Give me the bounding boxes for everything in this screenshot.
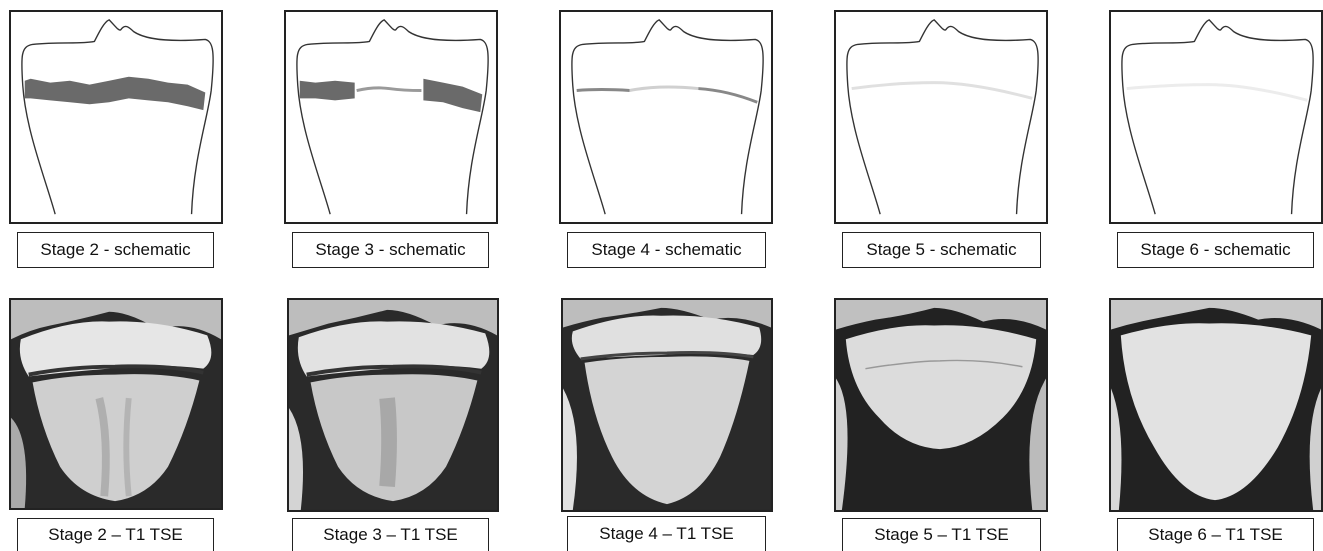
caption-stage-2-t1-tse: Stage 2 – T1 TSE: [17, 518, 214, 551]
caption-stage-4-schematic: Stage 4 - schematic: [567, 232, 766, 268]
schematic-panel-stage-2: [9, 10, 223, 224]
bone-schematic-stage-6: [1111, 12, 1321, 222]
caption-stage-5-t1-tse: Stage 5 – T1 TSE: [842, 518, 1041, 551]
mri-image-stage-3: [287, 298, 499, 512]
caption-stage-4-t1-tse: Stage 4 – T1 TSE: [567, 516, 766, 551]
schematic-panel-stage-6: [1109, 10, 1323, 224]
mri-image-stage-5: [834, 298, 1048, 512]
bone-schematic-stage-4: [561, 12, 771, 222]
bone-schematic-stage-2: [11, 12, 221, 222]
bone-schematic-stage-5: [836, 12, 1046, 222]
caption-stage-6-t1-tse: Stage 6 – T1 TSE: [1117, 518, 1314, 551]
caption-stage-2-schematic: Stage 2 - schematic: [17, 232, 214, 268]
mri-scan-stage-6: [1111, 300, 1321, 510]
schematic-panel-stage-3: [284, 10, 498, 224]
caption-stage-6-schematic: Stage 6 - schematic: [1117, 232, 1314, 268]
caption-stage-3-schematic: Stage 3 - schematic: [292, 232, 489, 268]
schematic-panel-stage-5: [834, 10, 1048, 224]
mri-image-stage-6: [1109, 298, 1323, 512]
mri-scan-stage-5: [836, 300, 1046, 510]
caption-stage-3-t1-tse: Stage 3 – T1 TSE: [292, 518, 489, 551]
mri-scan-stage-3: [289, 300, 497, 510]
mri-image-stage-4: [561, 298, 773, 512]
mri-scan-stage-2: [11, 300, 221, 508]
bone-schematic-stage-3: [286, 12, 496, 222]
caption-stage-5-schematic: Stage 5 - schematic: [842, 232, 1041, 268]
mri-scan-stage-4: [563, 300, 771, 510]
mri-image-stage-2: [9, 298, 223, 510]
schematic-panel-stage-4: [559, 10, 773, 224]
